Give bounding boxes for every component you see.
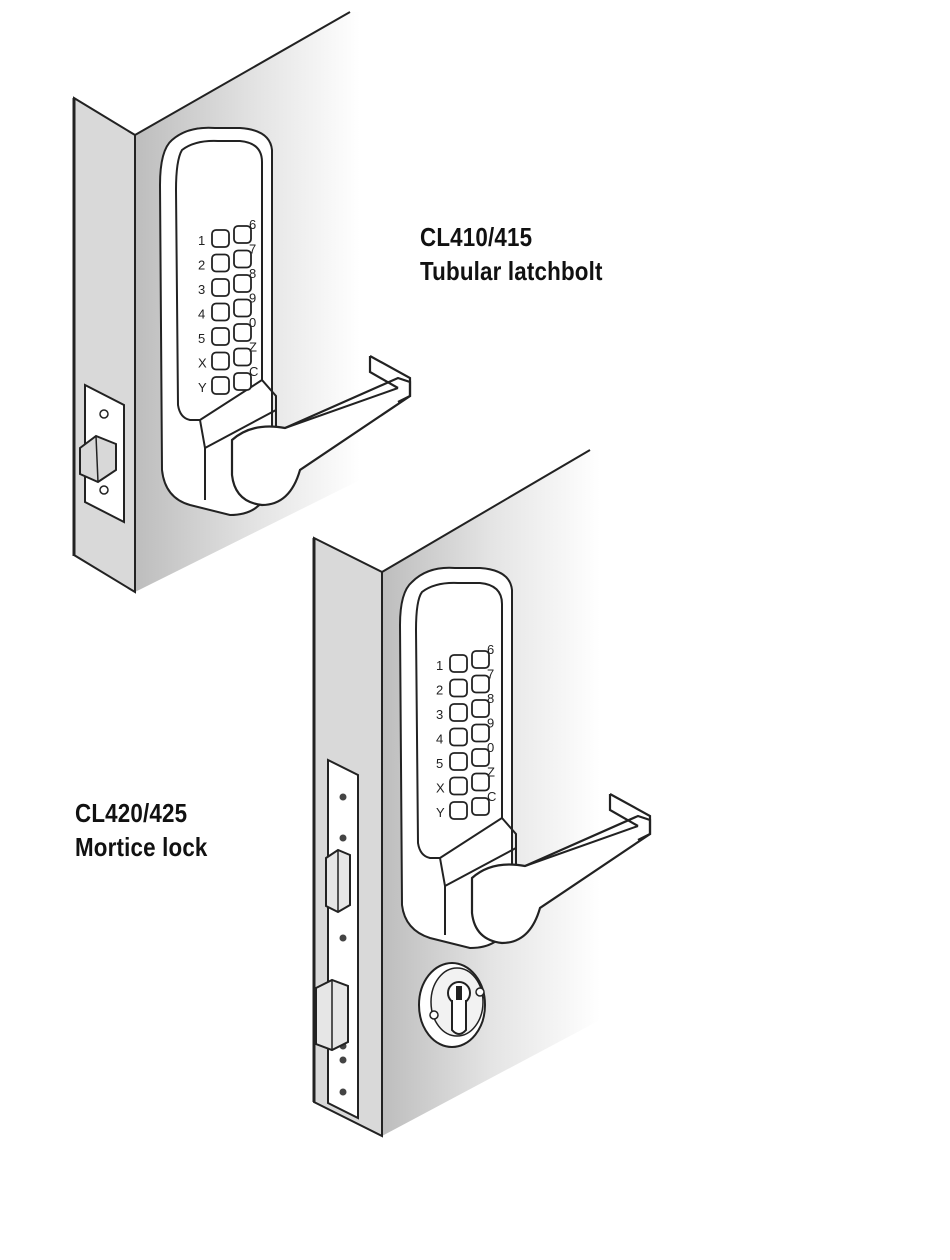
latch-faceplate: [80, 385, 124, 522]
keypad-label: 6: [487, 642, 494, 657]
keypad-button: [450, 704, 467, 721]
keypad-button: [450, 729, 467, 746]
caption-tubular-latchbolt: CL410/415 Tubular latchbolt: [420, 220, 603, 288]
cylinder-rose: [419, 963, 485, 1047]
keypad-label: 7: [487, 667, 494, 682]
keypad-label: 4: [436, 732, 443, 747]
keypad-label: 2: [436, 683, 443, 698]
keypad-label: Y: [198, 380, 207, 395]
keypad-label: Z: [487, 765, 495, 780]
keypad-label: 7: [249, 242, 256, 257]
keypad-label: 8: [487, 691, 494, 706]
keypad-label: Z: [249, 340, 257, 355]
keypad-label: 2: [198, 258, 205, 273]
keypad-button: [450, 680, 467, 697]
keypad-button: [450, 753, 467, 770]
unit-mortice-lock: 1 2 3 4 5XY 6 7 8 9 0ZC: [314, 450, 650, 1136]
lock-type: Mortice lock: [75, 830, 208, 864]
keypad-label: 3: [198, 282, 205, 297]
lock-type: Tubular latchbolt: [420, 254, 603, 288]
keypad-label: 9: [487, 716, 494, 731]
keypad-label: C: [487, 789, 496, 804]
keypad-label: 0: [487, 740, 494, 755]
keypad-label: 0: [249, 315, 256, 330]
keypad-button: [212, 279, 229, 296]
keypad-label: 5: [198, 331, 205, 346]
keypad-label: 5: [436, 756, 443, 771]
caption-mortice-lock: CL420/425 Mortice lock: [75, 796, 208, 864]
keypad-label: 8: [249, 266, 256, 281]
keypad-label: 3: [436, 707, 443, 722]
keypad-button: [450, 778, 467, 795]
keypad-button: [450, 802, 467, 819]
keypad-label: 6: [249, 217, 256, 232]
keypad-label: 4: [198, 307, 205, 322]
model-number: CL420/425: [75, 796, 208, 830]
keypad-button: [450, 655, 467, 672]
keypad-button: [212, 377, 229, 394]
keypad-label: 1: [198, 233, 205, 248]
keypad-label: X: [436, 781, 445, 796]
keypad-label: 9: [249, 291, 256, 306]
keypad-label: 1: [436, 658, 443, 673]
keypad-label: X: [198, 356, 207, 371]
keypad-button: [212, 230, 229, 247]
keypad-label: C: [249, 364, 258, 379]
keypad-label: Y: [436, 805, 445, 820]
model-number: CL410/415: [420, 220, 603, 254]
keypad-button: [212, 328, 229, 345]
unit-tubular-latchbolt: 1 2 3 4 5XY 6 7 8 9 0ZC: [74, 12, 410, 592]
door-edge: [74, 98, 135, 592]
keypad-button: [212, 304, 229, 321]
keypad-button: [212, 353, 229, 370]
keypad-button: [212, 255, 229, 272]
